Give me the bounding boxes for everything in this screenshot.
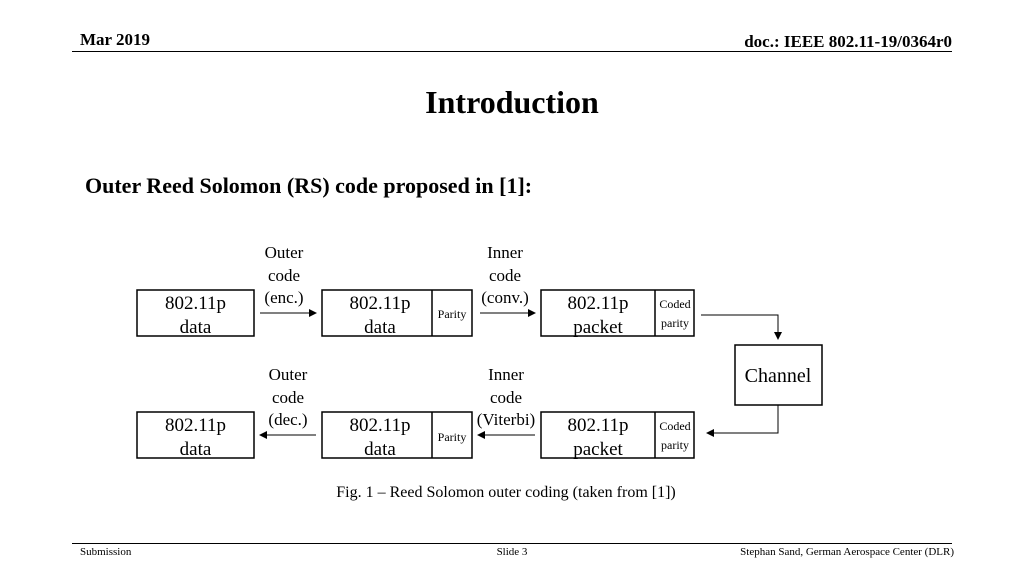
svg-text:packet: packet: [573, 317, 623, 338]
svg-text:802.11p: 802.11p: [165, 415, 226, 436]
inner-viterbi-label: Inner code (Viterbi): [477, 365, 535, 429]
svg-text:(dec.): (dec.): [268, 410, 307, 429]
svg-text:(enc.): (enc.): [264, 288, 303, 307]
svg-text:data: data: [364, 317, 396, 338]
svg-text:parity: parity: [661, 316, 689, 330]
header-rule: [72, 51, 952, 52]
svg-text:code: code: [272, 388, 304, 407]
arrow-to-channel: [701, 314, 782, 340]
bottom-data-box: 802.11p data: [136, 411, 255, 460]
inner-conv-label: Inner code (conv.): [481, 243, 529, 307]
footer-rule: [72, 543, 952, 544]
svg-text:Channel: Channel: [745, 365, 812, 387]
footer-author: Stephan Sand, German Aerospace Center (D…: [740, 546, 954, 558]
svg-text:802.11p: 802.11p: [165, 293, 226, 314]
svg-text:Inner: Inner: [487, 243, 523, 262]
top-packet-box: 802.11p packet Coded parity: [540, 289, 695, 338]
figure-caption: Fig. 1 – Reed Solomon outer coding (take…: [336, 484, 676, 501]
svg-text:Parity: Parity: [438, 307, 467, 321]
svg-text:code: code: [268, 266, 300, 285]
svg-text:code: code: [490, 388, 522, 407]
outer-enc-label: Outer code (enc.): [264, 243, 303, 307]
slide-subtitle: Outer Reed Solomon (RS) code proposed in…: [85, 173, 533, 198]
svg-text:parity: parity: [661, 438, 689, 452]
svg-text:Outer: Outer: [265, 243, 304, 262]
svg-text:(conv.): (conv.): [481, 288, 529, 307]
top-encoded-data-box: 802.11p data Parity: [321, 289, 473, 338]
svg-text:(Viterbi): (Viterbi): [477, 410, 535, 429]
svg-text:data: data: [180, 439, 212, 460]
footer-submission: Submission: [80, 546, 132, 558]
top-data-box: 802.11p data: [136, 289, 255, 338]
svg-text:code: code: [489, 266, 521, 285]
header-doc-id: doc.: IEEE 802.11-19/0364r0: [744, 32, 952, 51]
outer-dec-label: Outer code (dec.): [268, 365, 307, 429]
header-date: Mar 2019: [80, 30, 151, 49]
svg-text:data: data: [180, 317, 212, 338]
svg-text:Coded: Coded: [659, 419, 690, 433]
bottom-encoded-data-box: 802.11p data Parity: [321, 411, 473, 460]
arrow-from-channel: [706, 405, 779, 437]
svg-text:802.11p: 802.11p: [349, 293, 410, 314]
footer-slide-number: Slide 3: [496, 546, 528, 558]
bottom-packet-box: 802.11p packet Coded parity: [540, 411, 695, 460]
svg-text:Inner: Inner: [488, 365, 524, 384]
svg-text:802.11p: 802.11p: [567, 293, 628, 314]
svg-text:802.11p: 802.11p: [567, 415, 628, 436]
svg-text:Coded: Coded: [659, 297, 690, 311]
channel-box: Channel: [734, 344, 823, 406]
svg-text:packet: packet: [573, 439, 623, 460]
slide-title: Introduction: [425, 84, 599, 120]
svg-text:802.11p: 802.11p: [349, 415, 410, 436]
svg-text:data: data: [364, 439, 396, 460]
svg-text:Outer: Outer: [269, 365, 308, 384]
svg-text:Parity: Parity: [438, 430, 467, 444]
